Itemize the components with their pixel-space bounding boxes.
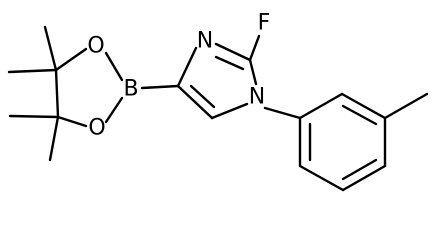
atom-labels: F N N B O O xyxy=(87,11,270,141)
bond-ph-2-inner xyxy=(341,104,378,126)
bond-ph-1 xyxy=(298,92,344,120)
bond-n1-phenyl xyxy=(263,106,302,120)
bond-aryl-methyl xyxy=(383,92,429,120)
bond-methyl-3 xyxy=(8,114,60,119)
bond-ph-5 xyxy=(298,164,345,192)
bond-b-o1 xyxy=(104,51,124,82)
bond-c2-n3-inner xyxy=(214,55,245,71)
bond-c-c xyxy=(54,68,60,119)
atom-label-boron: B xyxy=(123,77,138,102)
atom-label-fluorine: F xyxy=(258,11,271,36)
bond-methyl-1 xyxy=(43,25,58,72)
bond-c2-n3 xyxy=(214,42,252,62)
molecule-structure-diagram: F N N B O O xyxy=(7,11,429,192)
bond-o1-c xyxy=(54,47,88,72)
bond-methyl-4 xyxy=(48,115,60,162)
atom-label-nitrogen-top: N xyxy=(197,29,213,54)
atom-label-oxygen-bottom: O xyxy=(88,116,105,141)
bond-c4-c5 xyxy=(176,84,214,120)
bond-c4-b xyxy=(140,84,180,90)
atom-label-oxygen-top: O xyxy=(87,34,104,59)
bonds xyxy=(7,25,429,192)
bond-methyl-2 xyxy=(7,68,58,74)
bond-b-o2 xyxy=(104,96,124,124)
bond-c2-f xyxy=(248,34,261,62)
bond-c5-n1 xyxy=(210,102,249,120)
bond-ph-4-inner xyxy=(341,158,378,181)
atom-label-nitrogen-bottom: N xyxy=(249,85,265,110)
bond-ph-2 xyxy=(340,92,387,120)
bond-n1-c2 xyxy=(248,58,258,86)
bond-n3-c4 xyxy=(176,46,198,88)
bond-ph-4 xyxy=(341,164,387,192)
bond-o2-c xyxy=(56,115,88,128)
bond-c4-c5-inner xyxy=(189,84,216,109)
